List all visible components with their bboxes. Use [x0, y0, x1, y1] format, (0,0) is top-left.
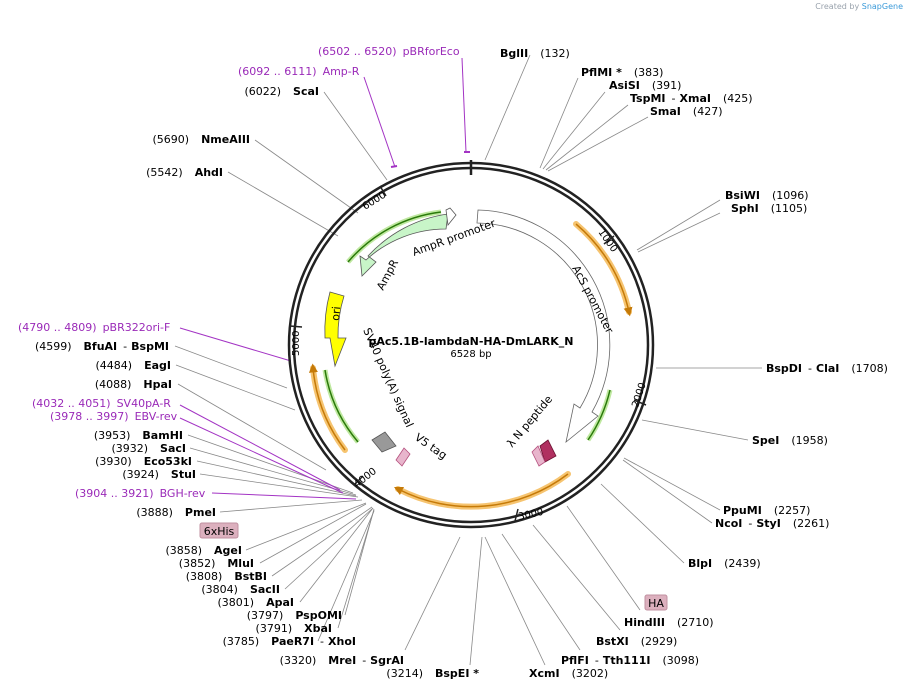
- plasmid-size: 6528 bp: [450, 349, 491, 360]
- site-srei-sgrai: (3320)MreI-SgrAI: [280, 654, 404, 667]
- primer-pbrforeco: (6502 .. 6520)pBRforEco: [318, 45, 460, 58]
- tick-label-5000: 5000: [291, 331, 302, 356]
- site-asisi: AsiSI(391): [609, 79, 681, 92]
- feature-label-v5: V5 tag: [412, 431, 449, 462]
- site-hindiii: HindIII(2710): [624, 616, 714, 629]
- tick-label-6000: 6000: [361, 190, 388, 213]
- ha-box: [644, 594, 668, 611]
- site-spei: SpeI(1958): [752, 434, 828, 447]
- snapgene-credit: Created by SnapGene: [815, 2, 903, 11]
- site-bstbi: (3808)BstBI: [186, 570, 267, 583]
- primer-marks: [390, 151, 470, 168]
- site-sacii: (3804)SacII: [201, 583, 280, 596]
- ha-tag-feature: [531, 445, 546, 467]
- tick-marks: [289, 185, 647, 522]
- site-leader-lines: [174, 54, 762, 666]
- site-sphi: SphI(1105): [731, 202, 807, 215]
- feature-label-ampr: AmpR: [374, 257, 401, 292]
- lambda-n-feature: [539, 439, 557, 463]
- site-pspomi: (3797)PspOMI: [247, 609, 342, 622]
- feature-label-ori: ori: [329, 306, 343, 321]
- site-bamhi: (3953)BamHI: [94, 429, 183, 442]
- primer-amp-r: (6092 .. 6111)Amp-R: [238, 65, 360, 78]
- site-paer7i-xhoi: (3785)PaeR7I-XhoI: [223, 635, 356, 648]
- site-saci: (3932)SacI: [111, 442, 186, 455]
- v5-tag-feature: [395, 447, 411, 467]
- site-labels-left: (3214)BspEI * (3320)MreI-SgrAI (3785)Pae…: [35, 85, 479, 680]
- site-agei: (3858)AgeI: [165, 544, 242, 557]
- site-stui: (3924)StuI: [122, 468, 196, 481]
- primer-leader-lines: [179, 57, 467, 500]
- site-bstxi: BstXI(2929): [596, 635, 677, 648]
- site-mlui: (3852)MluI: [179, 557, 254, 570]
- site-xbai: (3791)XbaI: [256, 622, 332, 635]
- site-ahdi: (5542)AhdI: [146, 166, 223, 179]
- site-eco53ki: (3930)Eco53kI: [95, 455, 192, 468]
- site-blpi: BlpI(2439): [688, 557, 761, 570]
- site-apai: (3801)ApaI: [218, 596, 294, 609]
- acs-promoter-feature: [476, 209, 611, 444]
- site-scai: (6022)ScaI: [244, 85, 319, 98]
- primer-bgh-rev: (3904 .. 3921)BGH-rev: [75, 487, 206, 500]
- primer-labels: (6502 .. 6520)pBRforEco (6092 .. 6111)Am…: [18, 45, 460, 500]
- ha-box-label: HA: [648, 597, 664, 610]
- site-ncoi-styi: NcoI-StyI(2261): [715, 517, 829, 530]
- site-bspei: (3214)BspEI *: [386, 667, 479, 680]
- 6xhis-box-label: 6xHis: [204, 525, 235, 538]
- ampr-feature: [359, 213, 449, 277]
- site-labels-right: BglII(132) PflMI *(383) AsiSI(391) TspMI…: [500, 47, 888, 680]
- site-ppumi: PpuMI(2257): [723, 504, 810, 517]
- site-nmeaiii: (5690)NmeAIII: [153, 133, 251, 146]
- site-bglii: BglII(132): [500, 47, 570, 60]
- site-bspdi-clai: BspDI-ClaI(1708): [766, 362, 888, 375]
- ori-feature: [324, 291, 347, 368]
- primer-pbr322ori-f: (4790 .. 4809)pBR322ori-F: [18, 321, 170, 334]
- site-xcmi: XcmI(3202): [529, 667, 608, 680]
- orf-arrows: [308, 209, 633, 510]
- site-bsiwi: BsiWI(1096): [725, 189, 809, 202]
- ampr-promoter-feature: [445, 207, 457, 226]
- site-pflmi: PflMI *(383): [581, 66, 663, 79]
- site-pflfi-tth111i: PflFI-Tth111I(3098): [561, 654, 699, 667]
- tick-label-3000: 3000: [517, 507, 544, 523]
- primer-ebv-rev: (3978 .. 3997)EBV-rev: [50, 410, 178, 423]
- 6xhis-box: [199, 522, 239, 539]
- feature-label-acs-promoter: AcS promoter: [569, 263, 616, 336]
- plasmid-name: pAc5.1B-lambdaN-HA-DmLARK_N: [368, 335, 573, 348]
- sv40-polya-feature: [371, 431, 397, 453]
- site-hpai: (4088)HpaI: [95, 378, 172, 391]
- site-tspmi-xmai: TspMI-XmaI(425): [630, 92, 753, 105]
- snapgene-logo: SnapGene: [861, 2, 903, 11]
- primer-sv40pa-r: (4032 .. 4051)SV40pA-R: [32, 397, 171, 410]
- site-pmei: (3888)PmeI: [136, 506, 216, 519]
- site-eagi: (4484)EagI: [96, 359, 171, 372]
- site-smai: SmaI(427): [650, 105, 723, 118]
- site-bfuai-bspmi: (4599)BfuAI-BspMI: [35, 340, 169, 353]
